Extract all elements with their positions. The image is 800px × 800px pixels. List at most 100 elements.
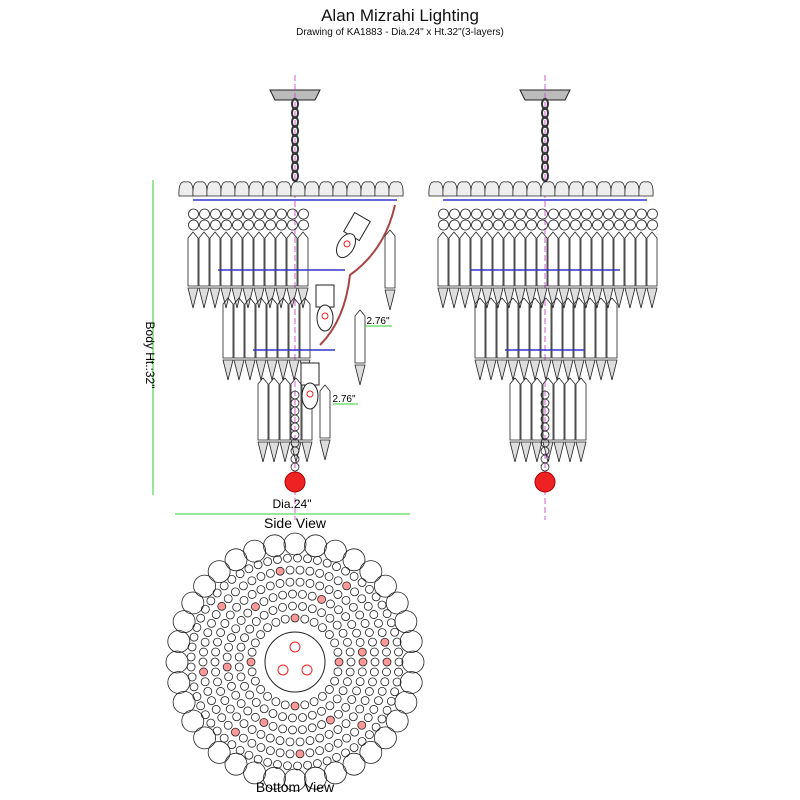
crystal-prism bbox=[354, 309, 366, 364]
crystal-bead bbox=[220, 619, 230, 628]
crystal-bead bbox=[614, 219, 625, 231]
crown-leaf bbox=[638, 181, 654, 197]
crystal-drop bbox=[209, 287, 221, 309]
crystal-bead bbox=[315, 568, 325, 578]
crystal-bead bbox=[515, 208, 526, 220]
crystal-drop bbox=[635, 287, 647, 309]
crystal-bead bbox=[210, 219, 221, 231]
crystal-bead bbox=[285, 565, 295, 575]
crystal-drop bbox=[244, 359, 256, 381]
crystal-bead bbox=[298, 725, 307, 734]
crystal-bead bbox=[287, 208, 298, 220]
crystal-bead bbox=[334, 657, 344, 667]
crystal-bead bbox=[290, 613, 300, 623]
crystal-bead bbox=[211, 667, 221, 677]
crystal-bead bbox=[273, 760, 282, 769]
crystal-bead bbox=[493, 208, 504, 220]
crystal-prism bbox=[595, 297, 607, 359]
crystal-prism bbox=[558, 231, 570, 287]
crystal-bead bbox=[253, 560, 263, 570]
crystal-bead bbox=[363, 713, 373, 723]
crystal-bead bbox=[278, 603, 287, 612]
crown-leaf bbox=[206, 181, 222, 197]
crown-leaf bbox=[342, 752, 366, 776]
crown-leaf bbox=[276, 181, 292, 197]
side-view-drawing bbox=[178, 75, 404, 520]
crown-leaf bbox=[224, 548, 248, 572]
crystal-bead bbox=[271, 697, 281, 707]
crystal-bead bbox=[341, 566, 350, 576]
crystal-bead bbox=[390, 627, 400, 637]
crystal-bead bbox=[263, 557, 273, 567]
crystal-bead bbox=[380, 677, 390, 687]
crystal-drop bbox=[562, 359, 574, 381]
crystal-drop bbox=[573, 359, 585, 381]
crystal-bead bbox=[275, 748, 285, 758]
crystal-drop bbox=[257, 441, 269, 463]
crystal-bead bbox=[355, 677, 365, 686]
crystal-bead bbox=[394, 657, 404, 667]
crystal-bead bbox=[369, 667, 379, 677]
crystal-bead bbox=[225, 704, 235, 714]
crystal-bead bbox=[548, 208, 559, 220]
crystal-prism bbox=[264, 231, 276, 287]
crystal-bead bbox=[187, 672, 197, 682]
crystal-prism bbox=[492, 231, 504, 287]
crystal-drop bbox=[253, 287, 265, 309]
crystal-bead bbox=[315, 746, 325, 756]
crown-leaf bbox=[359, 560, 383, 584]
crystal-bead bbox=[371, 592, 381, 602]
crystal-bead bbox=[256, 685, 265, 694]
crystal-bead bbox=[382, 705, 392, 715]
bottom-view-label: Bottom View bbox=[256, 779, 335, 795]
candle-bulb bbox=[315, 284, 335, 332]
crystal-bead bbox=[268, 606, 278, 615]
crystal-prism bbox=[503, 231, 515, 287]
crystal-drop bbox=[558, 287, 570, 309]
crystal-bead bbox=[377, 600, 387, 610]
crystal-bead bbox=[382, 667, 391, 677]
crystal-bead bbox=[363, 601, 373, 611]
crystal-bead bbox=[236, 616, 246, 625]
crystal-prism bbox=[624, 231, 636, 287]
crown-leaf bbox=[181, 591, 205, 615]
crystal-bead bbox=[247, 576, 257, 586]
crystal-bead bbox=[303, 554, 312, 564]
crystal-drop bbox=[569, 287, 581, 309]
crystal-bead bbox=[206, 718, 216, 728]
crystal-drop bbox=[591, 287, 603, 309]
crown-leaf bbox=[167, 630, 191, 653]
crystal-bead bbox=[540, 462, 550, 472]
crystal-drop bbox=[485, 359, 497, 381]
crystal-bead bbox=[332, 562, 341, 572]
crystal-bead bbox=[236, 672, 246, 682]
crown-leaf bbox=[456, 181, 472, 197]
crystal-bead bbox=[482, 208, 493, 220]
filament bbox=[321, 312, 329, 320]
crystal-bead bbox=[438, 219, 449, 231]
crystal-bead bbox=[346, 657, 356, 667]
crystal-bead bbox=[374, 696, 383, 706]
arm-dimension-label-1: 2.76" bbox=[366, 316, 389, 327]
crystal-drop bbox=[437, 287, 449, 309]
crystal-bead bbox=[357, 647, 367, 657]
bulb-top-view bbox=[301, 664, 313, 676]
crown-leaf bbox=[323, 539, 347, 563]
crystal-bead bbox=[326, 715, 335, 725]
crystal-prism bbox=[507, 297, 519, 359]
crown-leaf bbox=[263, 534, 286, 558]
crystal-bead bbox=[332, 752, 341, 762]
crown-leaf bbox=[512, 181, 528, 197]
crystal-bead bbox=[275, 579, 285, 588]
arm-dimension-label-2: 2.76" bbox=[332, 394, 355, 405]
crystal-bead bbox=[368, 677, 377, 687]
crystal-bead bbox=[239, 719, 249, 729]
crystal-bead bbox=[449, 219, 460, 231]
crystal-bead bbox=[313, 759, 322, 768]
crystal-bead bbox=[318, 623, 327, 632]
crystal-drop bbox=[575, 441, 587, 463]
crystal-bead bbox=[298, 713, 307, 722]
crystal-drop bbox=[279, 441, 291, 463]
crystal-bead bbox=[210, 657, 220, 667]
crystal-bead bbox=[200, 604, 210, 614]
